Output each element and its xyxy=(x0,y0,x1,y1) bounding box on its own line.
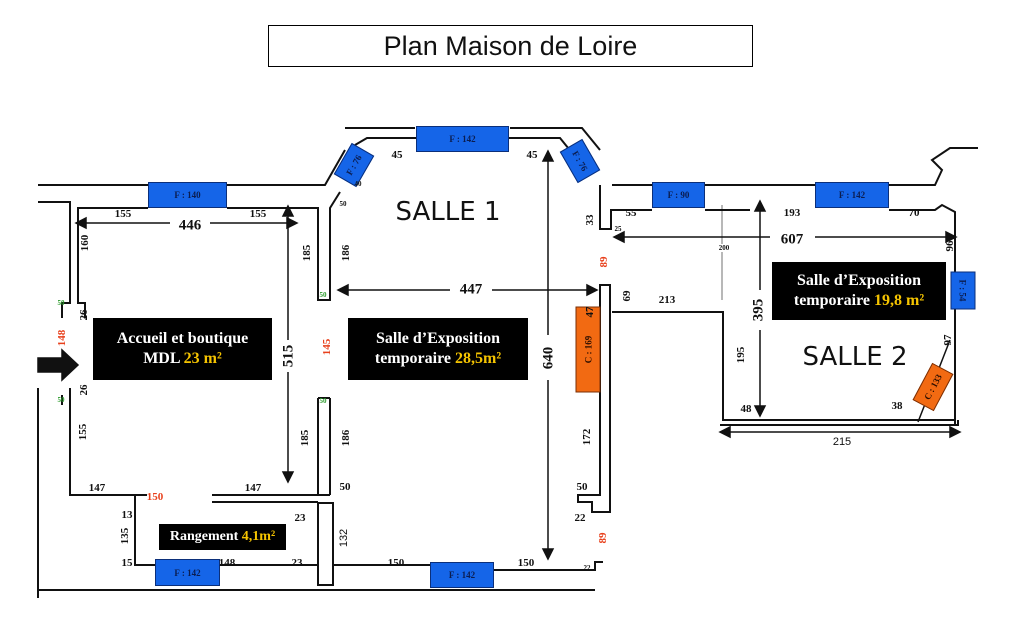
salle-1-title: SALLE 1 xyxy=(395,197,501,227)
dimension: 160 xyxy=(79,234,91,252)
dimension: 89 xyxy=(598,256,610,268)
room-name: Salle d’Exposition xyxy=(375,330,501,347)
dimension: 515 xyxy=(280,344,298,368)
dimension: 447 xyxy=(453,281,489,299)
dimension: 26 xyxy=(78,309,90,321)
dimension: 50 xyxy=(339,481,351,493)
dimension: 48 xyxy=(740,403,752,415)
room-label-expo2: Salle d’Exposition temporaire 19,8 m² xyxy=(772,262,946,320)
window-f142-right: F : 142 xyxy=(815,182,889,208)
dimension: 155 xyxy=(114,208,132,220)
dimension: 147 xyxy=(244,482,262,494)
dimension: 150 xyxy=(517,557,535,569)
dimension: 50 xyxy=(339,200,347,208)
dimension: 40 xyxy=(354,180,362,188)
dimension: 45 xyxy=(391,149,403,161)
dimension: 186 xyxy=(340,244,352,262)
window-f54: F : 54 xyxy=(950,271,976,310)
dimension: 132 xyxy=(338,528,350,548)
dimension: 185 xyxy=(301,244,313,262)
dimension: 395 xyxy=(750,298,768,322)
room-name: temporaire xyxy=(793,292,870,309)
dimension: 33 xyxy=(584,214,596,226)
dimension: 186 xyxy=(340,429,352,447)
dimension: 45 xyxy=(526,149,538,161)
dimension: 185 xyxy=(299,429,311,447)
window-f140: F : 140 xyxy=(148,182,227,208)
dimension: 135 xyxy=(119,527,131,545)
dimension: 22 xyxy=(574,512,586,524)
room-name: Rangement xyxy=(169,529,239,544)
dimension: 50 xyxy=(57,299,65,307)
dimension: 38 xyxy=(891,400,903,412)
dimension: 22 xyxy=(583,564,591,572)
dimension: 607 xyxy=(774,231,810,249)
dimension: 50 xyxy=(319,397,327,405)
dimension: 23 xyxy=(291,557,303,569)
window-f142-top: F : 142 xyxy=(416,126,509,152)
dimension: 97 xyxy=(942,334,954,346)
dimension: 69 xyxy=(621,290,633,302)
window-f90: F : 90 xyxy=(652,182,705,208)
room-label-accueil: Accueil et boutique MDL 23 m² xyxy=(93,318,272,380)
dimension: 195 xyxy=(735,346,747,364)
room-label-rangement: Rangement 4,1m² xyxy=(159,524,286,550)
dimension: 172 xyxy=(581,428,593,446)
dimension: 25 xyxy=(614,225,622,233)
dimension: 200 xyxy=(718,244,730,252)
room-area: 4,1m² xyxy=(241,529,276,544)
dimension: 50 xyxy=(576,481,588,493)
dimension: 148 xyxy=(56,329,68,347)
dimension: 50 xyxy=(319,291,327,299)
dimension: 640 xyxy=(540,346,558,370)
dimension: 89 xyxy=(597,532,609,544)
dimension: 145 xyxy=(321,338,333,356)
dimension: 50 xyxy=(57,396,65,404)
room-name: temporaire xyxy=(374,350,451,367)
entrance-arrow-icon xyxy=(37,348,80,382)
dimension: 155 xyxy=(77,423,89,441)
window-f142-bottom-left: F : 142 xyxy=(155,559,220,586)
dimension: 55 xyxy=(625,207,637,219)
dimension: 13 xyxy=(121,509,133,521)
dimension: 213 xyxy=(658,294,676,306)
room-area: 28,5m² xyxy=(455,350,502,367)
dimension: 150 xyxy=(387,557,405,569)
dimension: 23 xyxy=(294,512,306,524)
window-f142-bottom: F : 142 xyxy=(430,562,494,588)
dimension: 446 xyxy=(178,217,202,234)
dimension: 155 xyxy=(249,208,267,220)
room-name: MDL xyxy=(143,350,180,367)
dimension: 26 xyxy=(78,384,90,396)
dimension: 47 xyxy=(584,306,596,318)
room-area: 23 m² xyxy=(183,350,222,367)
salle-2-title: SALLE 2 xyxy=(802,342,908,372)
dimension: 96 xyxy=(944,240,956,252)
dimension: 150 xyxy=(146,491,164,503)
dimension: 147 xyxy=(88,482,106,494)
dimension: 148 xyxy=(218,557,236,569)
room-label-expo1: Salle d’Exposition temporaire 28,5m² xyxy=(348,318,528,380)
dimension: 215 xyxy=(832,436,852,448)
plan-title: Plan Maison de Loire xyxy=(268,25,753,67)
room-name: Salle d’Exposition xyxy=(796,272,922,289)
dimension: 15 xyxy=(121,557,133,569)
door-c169: C : 169 xyxy=(575,306,601,393)
dimension: 70 xyxy=(908,207,920,219)
room-name: Accueil et boutique xyxy=(116,330,249,347)
dimension: 193 xyxy=(783,207,801,219)
room-area: 19,8 m² xyxy=(874,292,925,309)
